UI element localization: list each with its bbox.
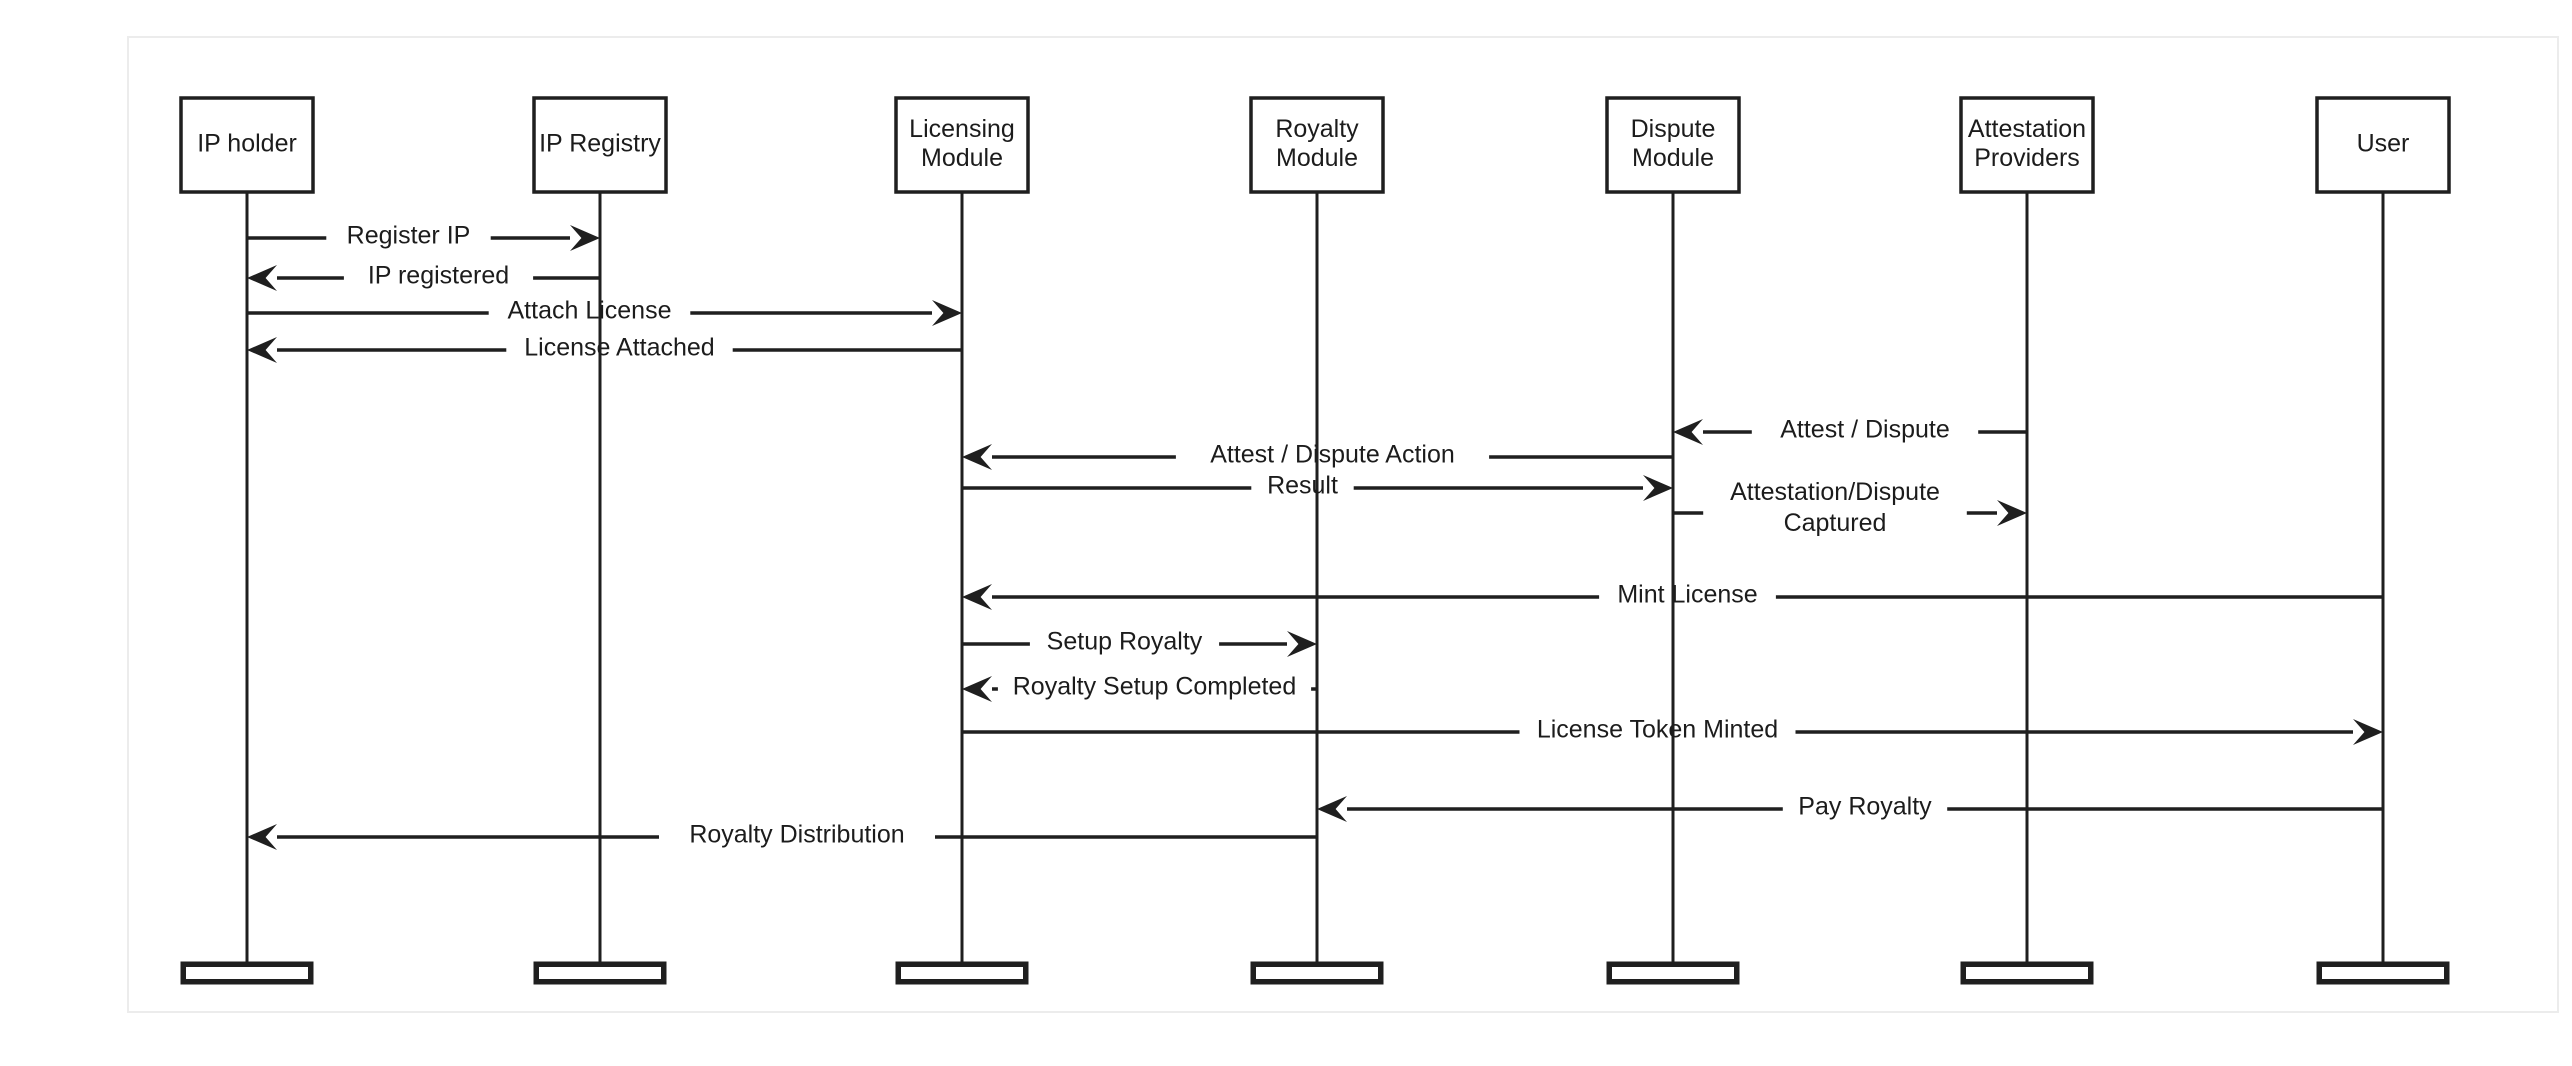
actor-label-user: User [2357, 130, 2410, 158]
message-label-ip-registered: IP registered [368, 262, 509, 290]
actor-label-royalty-module: Royalty [1275, 115, 1359, 143]
lifeline-terminator-inner-attestation-providers [1966, 967, 2088, 979]
actor-label-royalty-module: Module [1276, 144, 1358, 172]
message-label-attest-dispute: Attest / Dispute [1780, 416, 1950, 444]
lifelines-layer [245, 192, 2385, 962]
actor-label-ip-holder: IP holder [197, 130, 297, 158]
message-arrowhead-ip-registered [247, 265, 277, 291]
message-label-attach-license: Attach License [508, 297, 672, 325]
lifeline-terminator-inner-dispute-module [1612, 967, 1734, 979]
message-label-royalty-distribution: Royalty Distribution [689, 821, 904, 849]
message-arrowhead-attest-dispute-action [962, 444, 992, 470]
message-result: Result [962, 472, 1673, 501]
actor-box-attestation-providers [1959, 96, 2095, 194]
message-label-license-attached: License Attached [524, 334, 714, 362]
message-arrowhead-royalty-setup-completed [962, 676, 992, 702]
message-royalty-setup-completed: Royalty Setup Completed [962, 673, 1317, 702]
message-arrowhead-setup-royalty [1287, 631, 1317, 657]
actor-label-dispute-module: Dispute [1631, 115, 1716, 143]
message-pay-royalty: Pay Royalty [1317, 793, 2383, 822]
message-label-attestation-dispute-captured: Attestation/Dispute [1730, 478, 1940, 506]
message-arrowhead-mint-license [962, 584, 992, 610]
actor-box-ip-holder [179, 96, 315, 194]
actor-box-ip-registry [532, 96, 668, 194]
message-arrowhead-license-token-minted [2353, 719, 2383, 745]
message-arrowhead-register-ip [570, 225, 600, 251]
message-label-pay-royalty: Pay Royalty [1798, 793, 1932, 821]
actor-box-royalty-module [1249, 96, 1385, 194]
message-arrowhead-result [1643, 475, 1673, 501]
message-label-royalty-setup-completed: Royalty Setup Completed [1013, 673, 1296, 701]
actor-ip-registry[interactable]: IP Registry [532, 96, 668, 194]
message-label-mint-license: Mint License [1617, 581, 1757, 609]
message-attach-license: Attach License [247, 297, 962, 326]
message-mint-license: Mint License [962, 581, 2383, 610]
message-label-result: Result [1267, 472, 1338, 500]
lifeline-terminator-inner-user [2322, 967, 2444, 979]
actor-label-dispute-module: Module [1632, 144, 1714, 172]
message-arrowhead-attach-license [932, 300, 962, 326]
actor-label-licensing-module: Licensing [909, 115, 1015, 143]
message-label-attestation-dispute-captured: Captured [1784, 509, 1887, 537]
message-attest-dispute: Attest / Dispute [1673, 416, 2027, 445]
message-license-token-minted: License Token Minted [962, 716, 2383, 745]
actor-box-dispute-module [1605, 96, 1741, 194]
actor-label-attestation-providers: Providers [1974, 144, 2080, 172]
diagram-panel-frame [127, 36, 2559, 1013]
message-label-license-token-minted: License Token Minted [1537, 716, 1778, 744]
actor-box-licensing-module [894, 96, 1030, 194]
actor-user[interactable]: User [2315, 96, 2451, 194]
message-label-register-ip: Register IP [347, 222, 471, 250]
message-setup-royalty: Setup Royalty [962, 628, 1317, 657]
message-royalty-distribution: Royalty Distribution [247, 821, 1317, 850]
lifeline-terminator-inner-licensing-module [901, 967, 1023, 979]
terminators-layer [180, 961, 2450, 985]
message-attest-dispute-action: Attest / Dispute Action [962, 441, 1673, 470]
actor-label-ip-registry: IP Registry [539, 130, 661, 158]
lifeline-terminator-inner-ip-holder [186, 967, 308, 979]
message-register-ip: Register IP [247, 222, 600, 251]
actor-label-attestation-providers: Attestation [1968, 115, 2086, 143]
message-label-attest-dispute-action: Attest / Dispute Action [1210, 441, 1455, 469]
message-arrowhead-license-attached [247, 337, 277, 363]
actor-ip-holder[interactable]: IP holder [179, 96, 315, 194]
message-label-setup-royalty: Setup Royalty [1047, 628, 1203, 656]
lifeline-terminator-inner-ip-registry [539, 967, 661, 979]
lifeline-terminator-inner-royalty-module [1256, 967, 1378, 979]
message-arrowhead-attestation-dispute-captured [1997, 500, 2027, 526]
actor-label-licensing-module: Module [921, 144, 1003, 172]
message-ip-registered: IP registered [247, 262, 600, 291]
message-license-attached: License Attached [247, 334, 962, 363]
actor-box-user [2315, 96, 2451, 194]
message-arrowhead-pay-royalty [1317, 796, 1347, 822]
message-arrowhead-royalty-distribution [247, 824, 277, 850]
message-arrowhead-attest-dispute [1673, 419, 1703, 445]
